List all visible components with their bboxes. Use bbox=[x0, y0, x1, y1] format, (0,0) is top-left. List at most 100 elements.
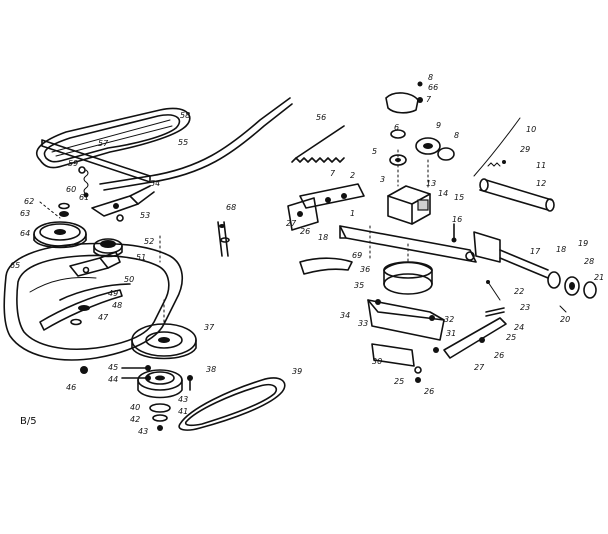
callout-25-right: 25 bbox=[506, 333, 516, 342]
spindle-plate-37 bbox=[131, 323, 197, 360]
callout-66: 66 bbox=[428, 83, 438, 92]
callout-42: 42 bbox=[130, 415, 140, 424]
pin-22 bbox=[486, 280, 501, 301]
spring-56 bbox=[291, 125, 345, 163]
callout-37: 37 bbox=[204, 323, 215, 332]
callout-16: 16 bbox=[452, 215, 462, 224]
callout-30: 30 bbox=[372, 357, 382, 366]
callout-40: 40 bbox=[130, 403, 140, 412]
callout-27-right: 27 bbox=[474, 363, 485, 372]
callout-22: 22 bbox=[514, 287, 524, 296]
callout-26-right: 26 bbox=[494, 351, 504, 360]
spring-60 bbox=[78, 166, 89, 198]
washers-62-63 bbox=[58, 202, 70, 217]
diagram-code: B/5 bbox=[20, 416, 37, 427]
callout-52: 52 bbox=[144, 237, 154, 246]
callout-29: 29 bbox=[520, 145, 530, 154]
pulley-52 bbox=[93, 238, 123, 258]
block-3 bbox=[387, 185, 431, 225]
callout-69: 69 bbox=[352, 251, 362, 260]
callout-47: 47 bbox=[98, 313, 109, 322]
callout-12: 12 bbox=[536, 179, 546, 188]
belt-58 bbox=[35, 107, 191, 169]
callout-36: 36 bbox=[360, 265, 370, 274]
bearing-9 bbox=[390, 129, 455, 161]
frame-1 bbox=[299, 183, 477, 263]
callout-15: 15 bbox=[454, 193, 464, 202]
arm-27 bbox=[443, 307, 507, 359]
callout-53: 53 bbox=[140, 211, 150, 220]
callout-50: 50 bbox=[124, 275, 134, 284]
callout-5: 5 bbox=[372, 147, 377, 156]
deck-housing-65 bbox=[3, 242, 183, 361]
callout-46: 46 bbox=[66, 383, 76, 392]
callout-34: 34 bbox=[340, 311, 350, 320]
bracket-69 bbox=[299, 257, 353, 275]
callout-labels: 58 57 59 5 6 55 60 61 62 63 64 54 53 52 5… bbox=[10, 73, 604, 436]
callout-19: 19 bbox=[578, 239, 588, 248]
callout-21: 21 bbox=[594, 273, 604, 282]
callout-1: 1 bbox=[350, 209, 355, 218]
bolt-46 bbox=[80, 366, 88, 374]
bracket-50 bbox=[69, 251, 121, 277]
callout-33: 33 bbox=[358, 319, 368, 328]
callout-43-b: 43 bbox=[138, 427, 148, 436]
callout-44: 44 bbox=[108, 375, 118, 384]
callout-26-bottom: 26 bbox=[424, 387, 434, 396]
callout-18-right: 18 bbox=[556, 245, 566, 254]
callout-68: 68 bbox=[226, 203, 236, 212]
callout-6: 6 bbox=[394, 123, 399, 132]
callout-43-a: 43 bbox=[178, 395, 188, 404]
shaft-68 bbox=[217, 221, 230, 257]
callout-2: 2 bbox=[350, 171, 355, 180]
belt-39 bbox=[178, 377, 286, 431]
callout-10: 10 bbox=[526, 125, 536, 134]
callout-63: 63 bbox=[20, 209, 30, 218]
callout-39: 39 bbox=[292, 367, 302, 376]
callout-26-left: 26 bbox=[300, 227, 310, 236]
callout-62: 62 bbox=[24, 197, 34, 206]
pin-16 bbox=[451, 223, 457, 243]
callout-59: 59 bbox=[68, 159, 78, 168]
spring-29 bbox=[487, 160, 506, 167]
callout-38: 38 bbox=[206, 365, 216, 374]
bolts-25-26 bbox=[414, 337, 485, 383]
bolt-38 bbox=[187, 375, 193, 391]
rod-10 bbox=[473, 117, 521, 177]
callout-45: 45 bbox=[108, 363, 118, 372]
callout-11: 11 bbox=[536, 161, 546, 170]
callout-17: 17 bbox=[530, 247, 541, 256]
callout-28: 28 bbox=[584, 257, 594, 266]
tube-12 bbox=[479, 178, 555, 212]
callout-41: 41 bbox=[178, 407, 188, 416]
callout-31: 31 bbox=[446, 329, 456, 338]
housing-35 bbox=[383, 261, 433, 295]
callout-20: 20 bbox=[560, 315, 570, 324]
callout-65: 65 bbox=[10, 261, 20, 270]
callout-35: 35 bbox=[354, 281, 364, 290]
pulley-41 bbox=[137, 369, 183, 399]
callout-60: 60 bbox=[66, 185, 76, 194]
callout-61: 61 bbox=[79, 193, 89, 202]
callout-32: 32 bbox=[444, 315, 454, 324]
hub-40 bbox=[149, 403, 171, 431]
bracket-7 bbox=[385, 81, 423, 114]
callout-25-bottom: 25 bbox=[394, 377, 404, 386]
callout-27-left: 27 bbox=[286, 219, 297, 228]
bracket-27 bbox=[287, 197, 319, 231]
callout-14: 14 bbox=[438, 189, 448, 198]
callout-51: 51 bbox=[136, 253, 146, 262]
callout-8-top: 8 bbox=[428, 73, 433, 82]
arm-54 bbox=[91, 185, 155, 222]
bracket-57 bbox=[41, 139, 151, 183]
callout-18-left: 18 bbox=[318, 233, 328, 242]
pulley-64 bbox=[33, 221, 87, 249]
bracket-17 bbox=[473, 231, 597, 299]
callout-55: 55 bbox=[178, 138, 188, 147]
callout-64: 64 bbox=[20, 229, 30, 238]
callout-58: 58 bbox=[180, 111, 190, 120]
callout-3: 3 bbox=[380, 175, 385, 184]
callout-57: 57 bbox=[98, 139, 109, 148]
callout-54: 54 bbox=[150, 179, 160, 188]
